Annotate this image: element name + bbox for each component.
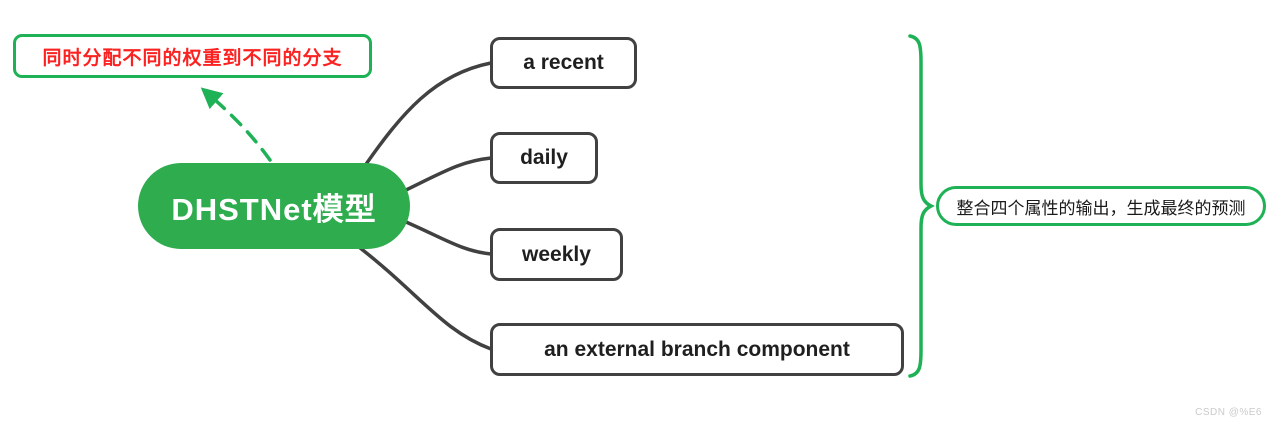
summary-label: 整合四个属性的输出，生成最终的预测 bbox=[956, 198, 1246, 218]
branch-label: a recent bbox=[523, 51, 604, 74]
branch-label: an external branch component bbox=[544, 337, 850, 361]
annotation-node[interactable]: 同时分配不同的权重到不同的分支 bbox=[13, 34, 372, 78]
branch-label: daily bbox=[520, 146, 568, 169]
annotation-label: 同时分配不同的权重到不同的分支 bbox=[42, 47, 343, 69]
connector-root-to-recent bbox=[360, 61, 493, 172]
connector-root-to-external bbox=[353, 242, 493, 351]
summary-node[interactable]: 整合四个属性的输出，生成最终的预测 bbox=[936, 186, 1266, 226]
summary-brace bbox=[908, 34, 935, 378]
connector-root-to-daily bbox=[404, 156, 493, 192]
branch-node-weekly[interactable]: weekly bbox=[490, 228, 623, 281]
branch-node-daily[interactable]: daily bbox=[490, 132, 598, 184]
watermark: CSDN @%E6 bbox=[1195, 407, 1262, 418]
root-node[interactable]: DHSTNet模型 bbox=[138, 163, 410, 249]
root-label: DHSTNet模型 bbox=[171, 191, 377, 227]
connector-root-to-weekly bbox=[404, 220, 493, 256]
branch-node-external[interactable]: an external branch component bbox=[490, 323, 904, 376]
branch-node-recent[interactable]: a recent bbox=[490, 37, 637, 89]
branch-label: weekly bbox=[522, 242, 591, 266]
annotation-arrow bbox=[200, 87, 272, 162]
